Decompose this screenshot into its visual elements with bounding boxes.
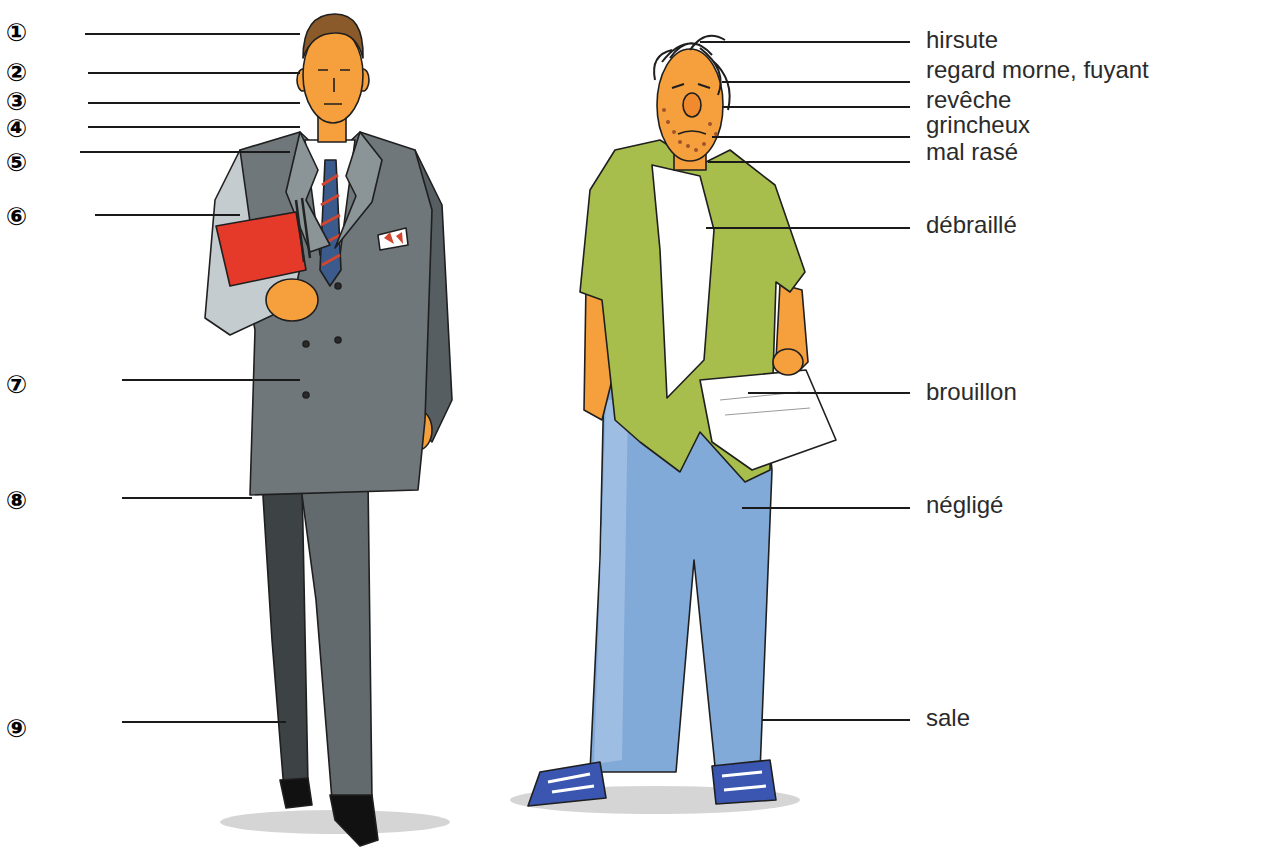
untidy-man-part-part	[672, 130, 676, 134]
untidy-man-part-part	[714, 132, 718, 136]
part-label: hirsute	[926, 28, 998, 52]
leader-lines-part	[722, 106, 910, 108]
leader-lines-part	[88, 72, 300, 74]
man-in-suit-part	[335, 283, 341, 289]
untidy-man-part	[652, 165, 714, 398]
leader-lines-part	[700, 41, 910, 43]
untidy-man-part-part	[708, 122, 712, 126]
man-in-suit-part	[320, 160, 341, 286]
man-in-suit-part	[296, 198, 310, 262]
untidy-man-part	[720, 392, 810, 415]
untidy-man-part-part	[678, 140, 682, 144]
leader-lines-part	[122, 497, 252, 499]
leader-lines-part	[95, 214, 240, 216]
leader-lines-part	[762, 719, 910, 721]
leader-lines-part	[80, 151, 290, 153]
man-in-suit-part	[384, 232, 403, 244]
leader-lines-part	[122, 721, 286, 723]
man-in-suit-part	[330, 795, 378, 846]
leader-lines-part	[748, 392, 910, 394]
man-in-suit-part	[303, 341, 309, 347]
untidy-man-part	[683, 93, 701, 117]
untidy-man-part-part	[694, 148, 698, 152]
man-in-suit-part	[335, 132, 382, 248]
leader-lines-part	[122, 379, 300, 381]
leader-lines-part	[708, 161, 910, 163]
part-label: mal rasé	[926, 140, 1018, 164]
untidy-man-part	[672, 84, 710, 88]
part-label: brouillon	[926, 380, 1017, 404]
part-label: débraillé	[926, 213, 1017, 237]
untidy-man-part	[657, 49, 723, 161]
callout-number: ②	[6, 60, 27, 85]
leader-lines-part	[706, 227, 910, 229]
leader-lines-part	[88, 102, 300, 104]
man-in-suit-part	[216, 212, 306, 286]
untidy-man-part	[722, 772, 766, 790]
man-in-suit-part	[262, 480, 308, 790]
callout-number: ⑨	[6, 716, 27, 741]
part-label: sale	[926, 706, 970, 730]
man-in-suit-part	[303, 14, 363, 58]
callout-number: ④	[6, 116, 27, 141]
leader-lines	[80, 34, 910, 722]
callout-number: ①	[6, 20, 27, 45]
man-in-suit-part	[303, 392, 309, 398]
part-label: revêche	[926, 88, 1011, 112]
untidy-man-part-part	[662, 108, 666, 112]
untidy-man-part	[548, 774, 594, 792]
leader-lines-part	[85, 33, 300, 35]
callout-number: ⑦	[6, 372, 27, 397]
untidy-man	[510, 36, 836, 814]
callout-number: ⑤	[6, 150, 27, 175]
man-in-suit-part	[378, 228, 408, 250]
untidy-man-part	[594, 400, 628, 764]
man-in-suit-part	[266, 279, 318, 321]
leader-lines-part	[712, 136, 910, 138]
man-in-suit-part	[318, 70, 350, 104]
untidy-man-part	[528, 762, 606, 806]
untidy-man-part	[773, 349, 803, 375]
untidy-man-part-part	[666, 120, 670, 124]
leader-lines-part	[88, 126, 300, 128]
man-in-suit-part	[335, 337, 341, 343]
leader-lines-part	[742, 507, 910, 509]
callout-number: ⑥	[6, 204, 27, 229]
untidy-man-part	[662, 108, 718, 152]
untidy-man-part	[700, 370, 836, 470]
untidy-man-part	[678, 131, 706, 134]
part-label: regard morne, fuyant	[926, 58, 1149, 82]
part-label: grincheux	[926, 113, 1030, 137]
man-in-suit-part	[300, 480, 372, 800]
man-in-suit-part	[280, 778, 312, 808]
part-label: négligé	[926, 493, 1003, 517]
untidy-man-part	[712, 760, 776, 804]
callout-number: ⑧	[6, 488, 27, 513]
leader-lines-part	[722, 81, 910, 83]
untidy-man-part-part	[686, 144, 690, 148]
callout-number: ③	[6, 89, 27, 114]
untidy-man-part-part	[702, 142, 706, 146]
man-in-suit-part	[321, 175, 340, 265]
